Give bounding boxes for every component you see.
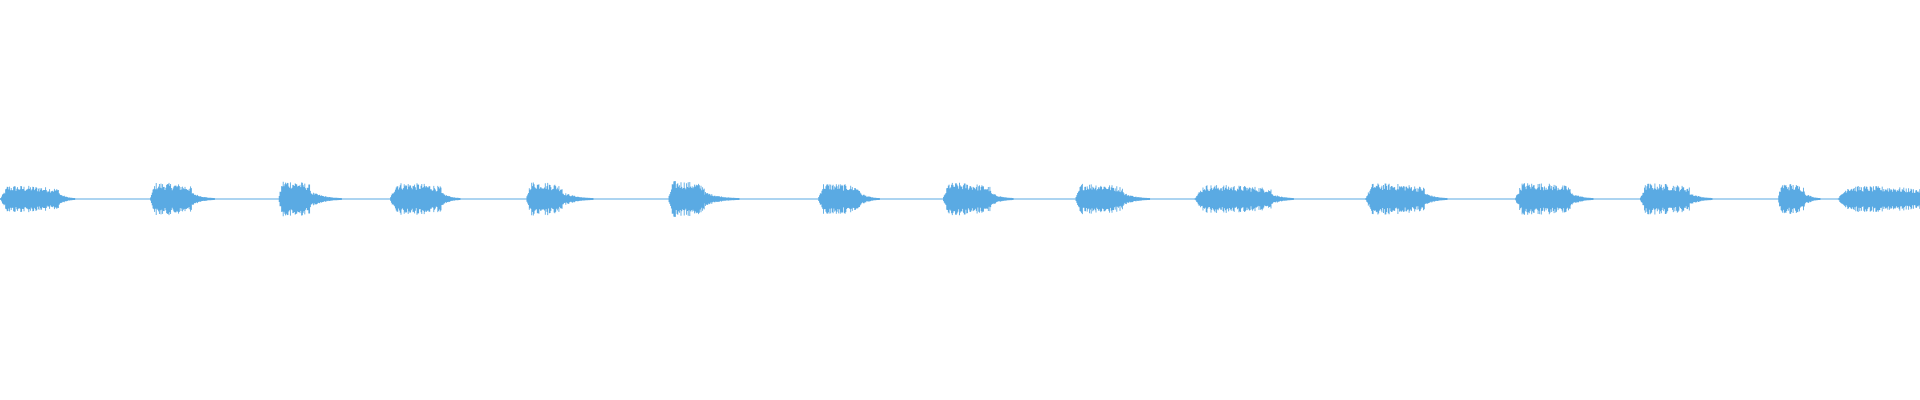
waveform-burst <box>150 182 215 216</box>
waveform-burst <box>1515 183 1594 215</box>
waveform-burst <box>1778 184 1821 214</box>
waveform-burst <box>390 183 461 215</box>
waveform-burst <box>1640 183 1713 215</box>
waveform-burst <box>943 182 1014 216</box>
waveform-burst <box>526 182 594 216</box>
waveform-burst <box>1075 183 1151 215</box>
waveform-burst <box>668 181 740 217</box>
waveform-burst <box>1194 185 1294 213</box>
waveform-burst <box>0 185 76 213</box>
waveform-burst <box>1837 186 1920 212</box>
waveform-burst <box>818 184 880 214</box>
waveform-bursts <box>0 181 1920 217</box>
waveform-burst <box>278 181 342 217</box>
waveform-burst <box>1365 183 1448 215</box>
